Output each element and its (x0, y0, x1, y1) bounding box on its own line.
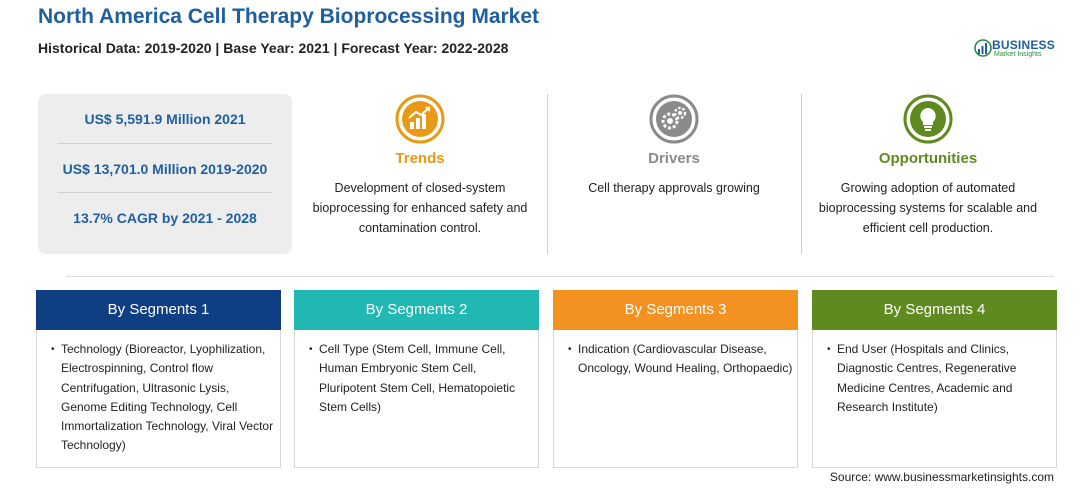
stat-market-size: US$ 5,591.9 Million 2021 (84, 111, 246, 127)
segment-3-header: By Segments 3 (553, 290, 798, 330)
segment-card-2: By Segments 2 • Cell Type (Stem Cell, Im… (294, 290, 539, 468)
source-credit: Source: www.businessmarketinsights.com (829, 470, 1054, 484)
column-divider (801, 94, 802, 254)
logo-tagline: Market Insights (994, 51, 1042, 58)
opportunities-column: Opportunities Growing adoption of automa… (803, 94, 1053, 254)
page-subtitle: Historical Data: 2019-2020 | Base Year: … (38, 40, 509, 56)
lightbulb-icon (903, 94, 953, 144)
company-logo: BUSINESS Market Insights (974, 37, 1064, 61)
bullet-icon: • (309, 344, 313, 355)
segment-1-text: Technology (Bioreactor, Lyophilization, … (61, 342, 274, 453)
gears-icon (649, 94, 699, 144)
drivers-column: Drivers Cell therapy approvals growing (549, 94, 799, 254)
section-divider (66, 276, 1054, 277)
segment-card-1: By Segments 1 • Technology (Bioreactor, … (36, 290, 281, 468)
drivers-title: Drivers (648, 150, 700, 167)
segment-card-4: By Segments 4 • End User (Hospitals and … (812, 290, 1057, 468)
opportunities-title: Opportunities (878, 150, 978, 167)
segment-3-text: Indication (Cardiovascular Disease, Onco… (578, 342, 793, 376)
bullet-icon: • (568, 344, 572, 355)
segment-4-list: • End User (Hospitals and Clinics, Diagn… (813, 340, 1056, 417)
segment-1-list: • Technology (Bioreactor, Lyophilization… (37, 340, 280, 456)
stat-historical-value: US$ 13,701.0 Million 2019-2020 (62, 161, 268, 177)
segment-4-header: By Segments 4 (812, 290, 1057, 330)
stat-divider (58, 143, 272, 144)
stat-divider (58, 192, 272, 193)
segment-3-list: • Indication (Cardiovascular Disease, On… (554, 340, 797, 379)
drivers-text: Cell therapy approvals growing (588, 181, 760, 195)
segment-2-text: Cell Type (Stem Cell, Immune Cell, Human… (319, 342, 516, 414)
stat-cagr: 13.7% CAGR by 2021 - 2028 (73, 210, 257, 226)
trend-chart-icon (395, 94, 445, 144)
trends-title: Trends (395, 150, 445, 167)
segment-card-3: By Segments 3 • Indication (Cardiovascul… (553, 290, 798, 468)
trends-column: Trends Development of closed-system biop… (295, 94, 545, 254)
page-title: North America Cell Therapy Bioprocessing… (38, 5, 540, 28)
logo-name: BUSINESS (992, 38, 1055, 52)
bullet-icon: • (827, 344, 831, 355)
segment-2-list: • Cell Type (Stem Cell, Immune Cell, Hum… (295, 340, 538, 417)
bullet-icon: • (51, 344, 55, 355)
stats-panel: US$ 5,591.9 Million 2021 US$ 13,701.0 Mi… (38, 94, 292, 254)
opportunities-text: Growing adoption of automated bioprocess… (818, 181, 1038, 235)
segment-1-header: By Segments 1 (36, 290, 281, 330)
column-divider (547, 94, 548, 254)
segment-2-header: By Segments 2 (294, 290, 539, 330)
logo-mark-icon (974, 39, 992, 57)
trends-text: Development of closed-system bioprocessi… (312, 181, 528, 235)
segment-4-text: End User (Hospitals and Clinics, Diagnos… (837, 342, 1017, 414)
